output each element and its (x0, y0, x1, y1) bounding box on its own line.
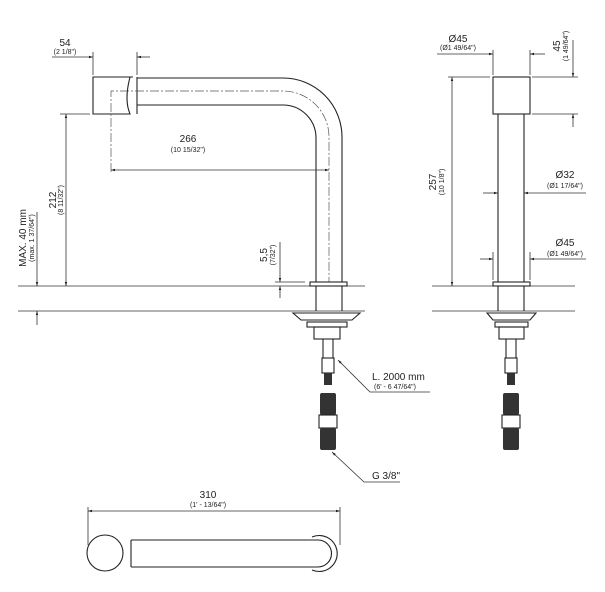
dim-overhang-inch: (2 1/8") (54, 49, 77, 56)
dimension-base-diameter: Ø45 (Ø1 49/64") (480, 238, 586, 280)
total-height-value: 257 (428, 173, 439, 190)
tube-diameter-inch: (Ø1 17/64") (547, 183, 583, 190)
length-inch: (1' - 13/64") (190, 502, 226, 509)
callout-hose-length: L. 2000 mm (6' - 6 47/64") (337, 359, 430, 393)
head-height-value: 45 (552, 40, 563, 52)
dimension-257: 257 (10 1/8") (428, 76, 490, 286)
dim-reach-inch: (10 15/32") (171, 147, 205, 154)
head-diameter-value: Ø45 (449, 34, 468, 45)
dim-height-inch: (8 11/32") (58, 185, 65, 215)
base-diameter-inch: (Ø1 49/64") (547, 251, 583, 258)
hose-length-inch: (6' - 6 47/64") (374, 384, 416, 391)
dim-flange-inch: (7/32") (270, 245, 277, 266)
side-view-spout (92, 76, 362, 450)
head-height-inch: (1 49/64") (563, 31, 570, 62)
head-diameter-inch: (Ø1 49/64") (440, 45, 476, 52)
dim-counter-value: MAX. 40 mm (18, 209, 29, 267)
dim-height-value: 212 (48, 191, 59, 208)
dimension-max-40: MAX. 40 mm (max. 1 37/64") (18, 209, 39, 325)
dimension-266: 266 (10 15/32") (111, 134, 329, 172)
dim-flange-value: 5,5 (259, 248, 270, 262)
callout-connection: G 3/8" (331, 451, 400, 483)
dimension-5-5: 5,5 (7/32") (259, 242, 305, 298)
dimension-212: 212 (8 11/32") (48, 113, 90, 286)
total-height-inch: (10 1/8") (439, 169, 446, 196)
dimension-54: 54 (2 1/8") (52, 38, 150, 75)
connection-value: G 3/8" (372, 471, 400, 482)
hose-length-value: L. 2000 mm (372, 372, 425, 383)
countertop-lines (18, 285, 575, 312)
dimension-tube-diameter: Ø32 (Ø1 17/64") (483, 170, 586, 195)
top-view-spout (86, 534, 338, 573)
dim-overhang-value: 54 (59, 38, 71, 49)
dimension-310: 310 (1' - 13/64") (87, 490, 341, 545)
dimension-head-diameter: Ø45 (Ø1 49/64") (437, 34, 545, 75)
front-view-spout (485, 76, 538, 450)
length-value: 310 (200, 490, 217, 501)
base-diameter-value: Ø45 (556, 238, 575, 249)
dim-reach-value: 266 (180, 134, 197, 145)
dimension-head-height: 45 (1 49/64") (532, 31, 578, 127)
tube-diameter-value: Ø32 (556, 170, 575, 181)
dim-counter-inch: (max. 1 37/64") (29, 214, 36, 262)
